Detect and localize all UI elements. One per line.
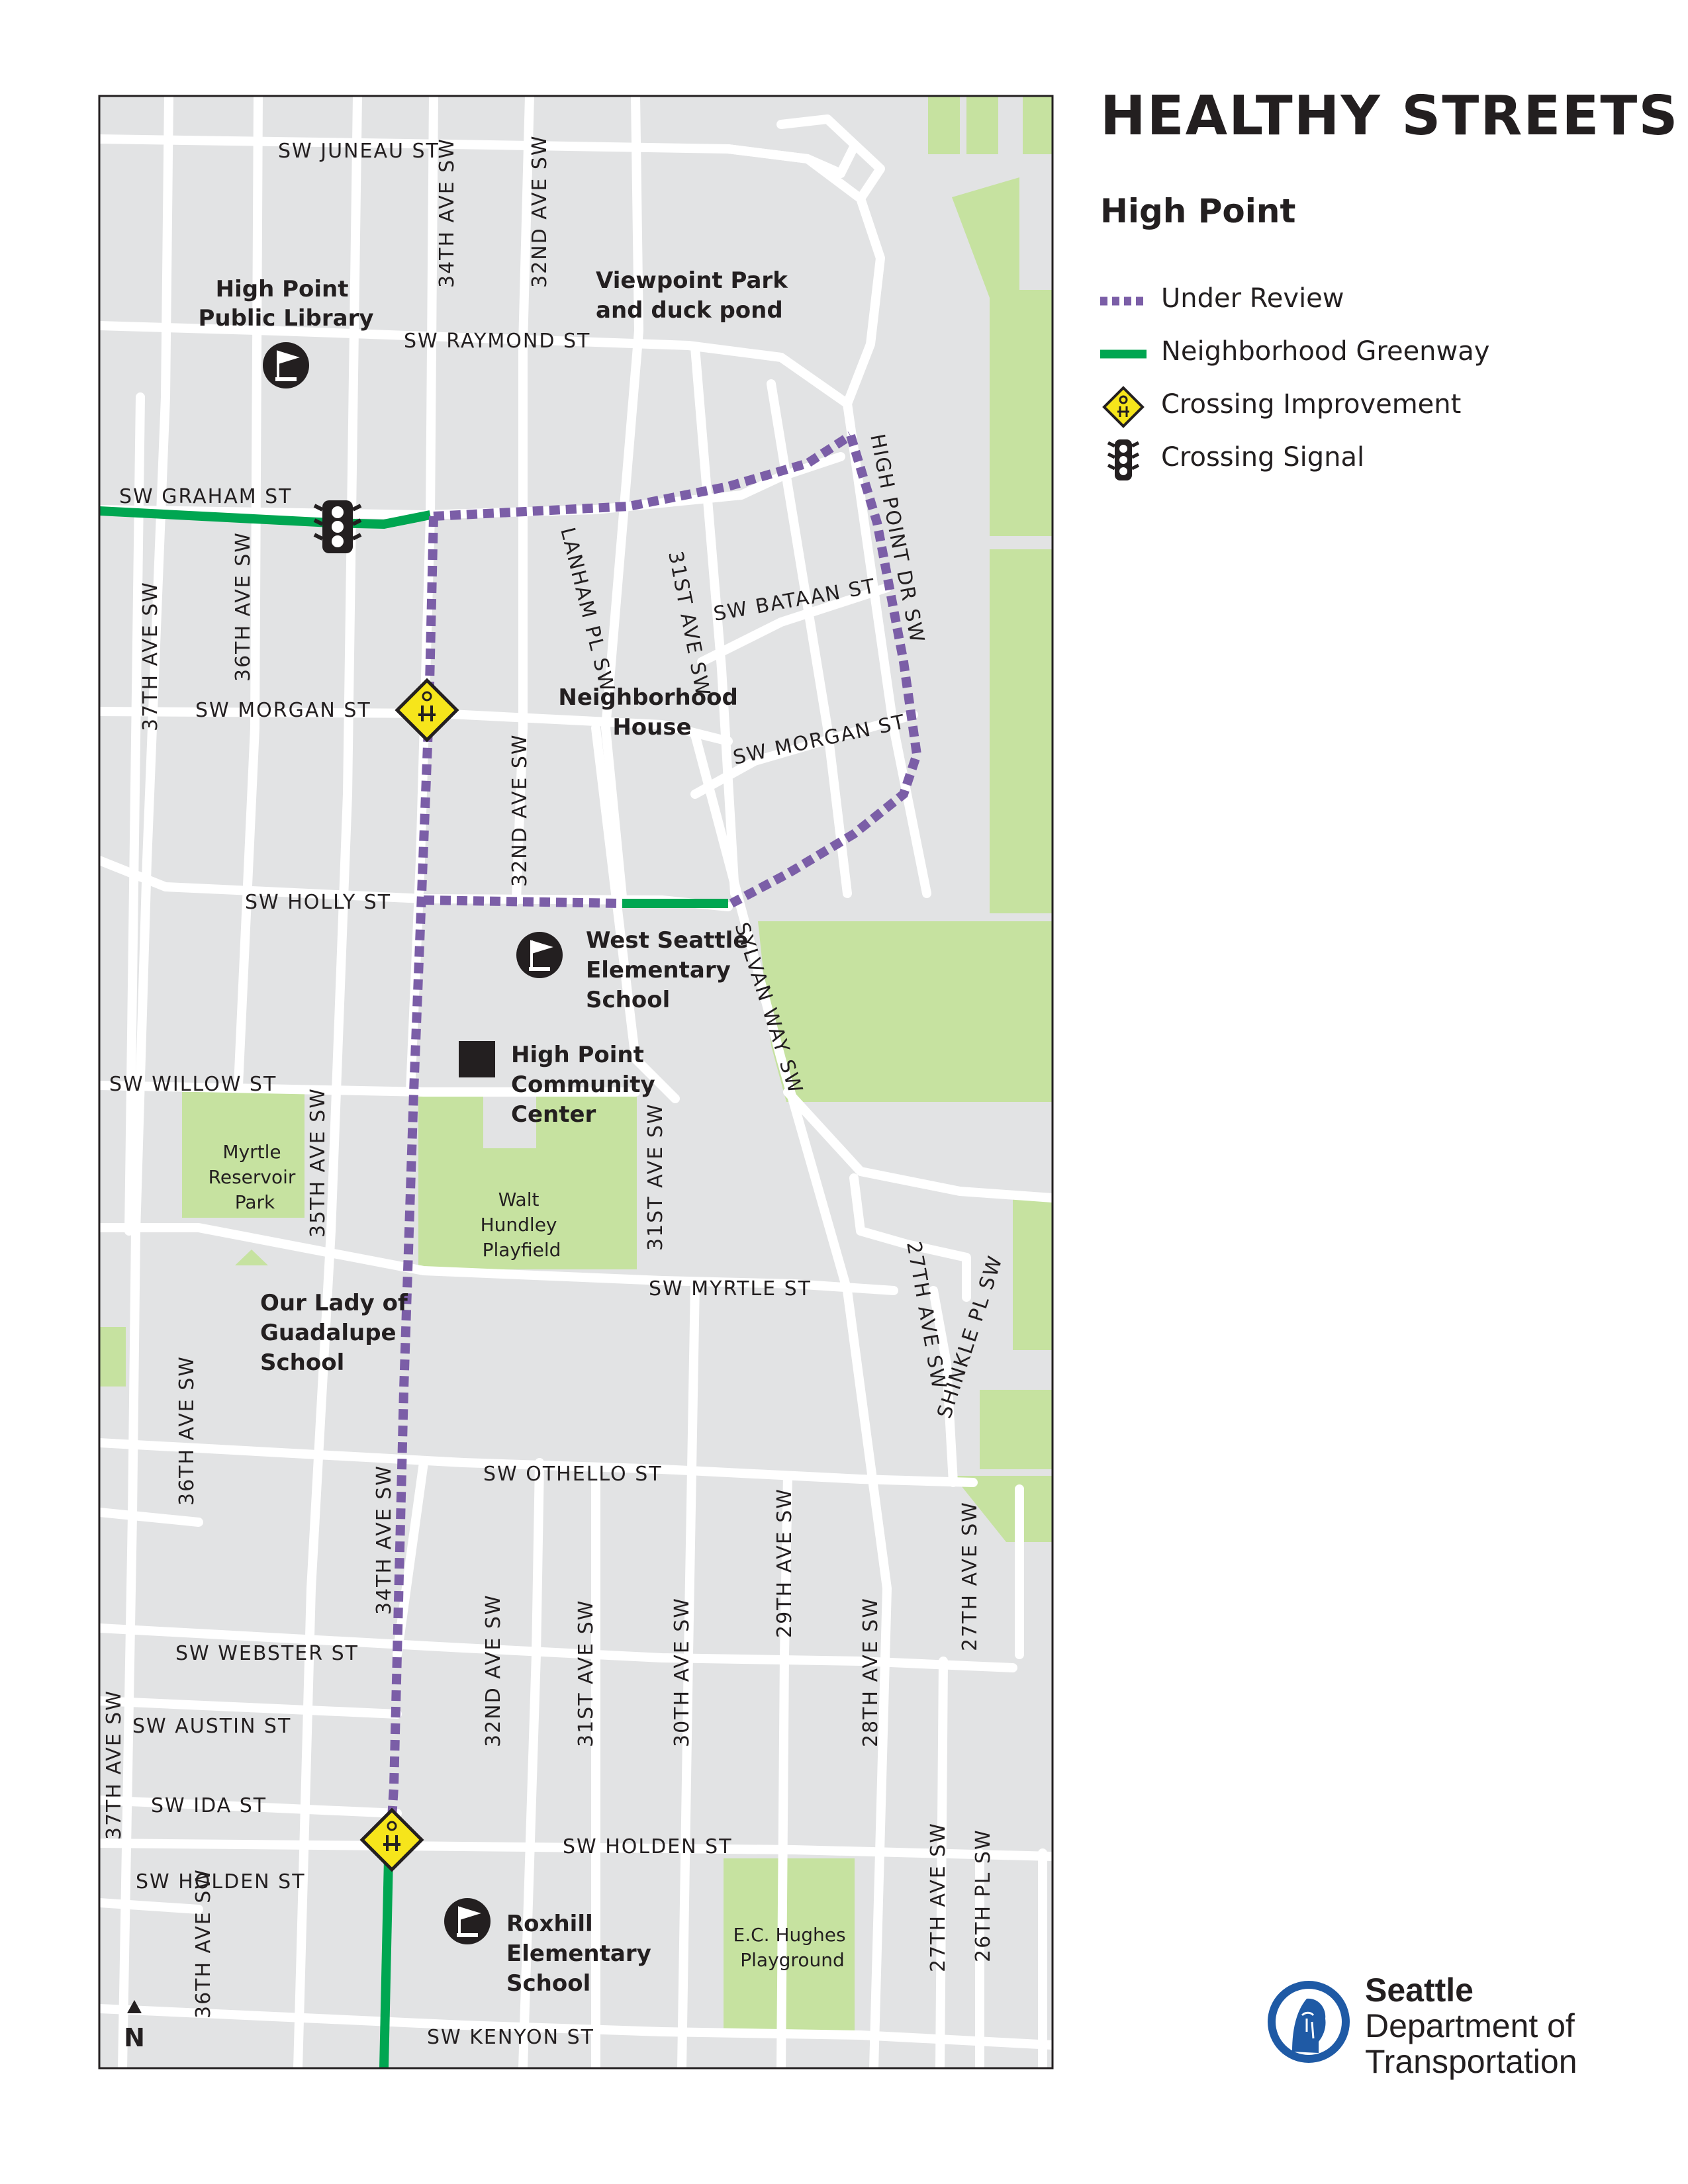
place-neighborhood-house: Neighborhood House [558,684,745,741]
street-label: 31ST AVE SW [644,1103,667,1251]
north-arrow-icon [127,2000,142,2013]
street-label: 37TH AVE SW [139,581,162,731]
street-label: 31ST AVE SW [575,1600,598,1747]
legend-label: Under Review [1161,283,1344,314]
legend-label: Crossing Signal [1161,442,1365,473]
crossing-improvement-icon [395,678,459,743]
street-label: 32ND AVE SW [508,733,532,887]
street-label: SW OTHELLO ST [483,1463,663,1486]
page-subtitle: High Point [1100,192,1296,230]
school-icon [516,932,563,978]
crossing-improvement-icon [359,1807,424,1872]
crossing-improvement-icon [1102,386,1145,428]
place-roxhill: Roxhill Elementary School [506,1911,659,1997]
community-center-building [483,1092,536,1148]
north-arrow: N [124,2000,145,2052]
under-review-34th [386,516,438,1839]
under-review-routes [386,432,922,1839]
place-walt-hundley: Walt Hundley Playfield [481,1189,563,1261]
park-small-south [235,1250,268,1265]
street-label: 28TH AVE SW [859,1597,882,1747]
street-label: 26TH PL SW [972,1829,995,1962]
legend-item-neighborhood-greenway: Neighborhood Greenway [1100,331,1630,384]
street-label: SW JUNEAU ST [278,140,440,163]
under-review-swatch [1100,296,1147,306]
park-myrtle [182,1092,305,1218]
park-west-small [99,1327,126,1387]
street-label: SW HOLDEN ST [563,1835,733,1858]
park-ne-1 [928,96,960,154]
place-labels: High Point Public Library Viewpoint Park… [198,267,796,1997]
legend-label: Neighborhood Greenway [1161,336,1490,367]
page-title: HEALTHY STREETS [1100,85,1679,148]
park-ec-hughes [724,1858,855,2032]
place-lady-guadalupe: Our Lady of Guadalupe School [260,1290,416,1376]
community-center-icon [459,1041,495,1077]
agency-name-line1: Seattle [1365,1972,1474,2009]
street-label: 34TH AVE SW [373,1465,396,1615]
agency-name-line3: Transportation [1365,2043,1577,2080]
street-label: SW WILLOW ST [109,1073,277,1096]
parks [99,96,1053,2032]
street-label: SW IDA ST [151,1794,267,1817]
street-label: SW HOLLY ST [245,891,391,914]
street-label: 27TH AVE SW [959,1501,982,1651]
street-label: SW KENYON ST [427,2026,594,2049]
park-east-corner [953,1476,1053,1542]
map-frame [98,95,1054,2070]
park-sylvan [758,921,1053,1102]
street-label: SW AUSTIN ST [132,1715,291,1738]
street-label: SW MYRTLE ST [649,1277,812,1300]
school-icon [444,1898,491,1944]
legend-label: Crossing Improvement [1161,389,1462,420]
legend-item-crossing-signal: Crossing Signal [1100,437,1630,490]
greenway-34th-south [379,1858,393,2068]
park-east-bottom [980,1390,1053,1469]
street-label: SW RAYMOND ST [404,330,590,353]
park-east-lower [1013,1198,1053,1350]
legend: Under Review Neighborhood Greenway Cross… [1100,278,1630,490]
street-label: 37TH AVE SW [103,1690,126,1840]
park-ne-2 [966,96,998,154]
streets [99,96,1053,2068]
park-labels: Myrtle Reservoir Park Walt Hundley Playf… [209,1141,852,1971]
street-label: 32ND AVE SW [528,134,551,288]
library-icon [263,342,309,388]
street-label: 32ND AVE SW [482,1594,505,1747]
street-label: 36TH AVE SW [192,1868,215,2019]
street-label: SW WEBSTER ST [175,1642,359,1665]
street-label: 34TH AVE SW [436,138,459,288]
place-viewpoint: Viewpoint Park and duck pond [596,267,796,324]
street-label: 36TH AVE SW [232,531,255,682]
crossing-signal-icon [313,500,362,553]
legend-item-crossing-improvement: Crossing Improvement [1100,384,1630,437]
crossing-signal-icon [1107,439,1140,480]
place-myrtle-park: Myrtle Reservoir Park [209,1141,302,1213]
park-ne-3 [1023,96,1053,154]
street-label: 30TH AVE SW [671,1597,694,1747]
seattle-seal-logo [1268,1981,1350,2063]
place-west-seattle-elementary: West Seattle Elementary School [586,927,756,1013]
street-label: SW MORGAN ST [195,699,371,722]
place-library: High Point Public Library [198,276,373,332]
place-ec-hughes: E.C. Hughes Playground [733,1924,852,1971]
sdot-logo-block: Seattle Department of Transportation [1266,1972,1688,2105]
north-label: N [124,2023,145,2052]
agency-name-line2: Department of [1365,2007,1575,2044]
place-community-center: High Point Community Center [511,1042,663,1128]
under-review-holly [423,895,623,908]
street-label: SW HOLDEN ST [136,1870,306,1893]
park-east-middle [990,549,1053,913]
street-label: 36TH AVE SW [175,1355,199,1506]
street-label: 27TH AVE SW [927,1822,950,1972]
street-label: SW GRAHAM ST [119,485,293,508]
legend-item-under-review: Under Review [1100,278,1630,331]
neighborhood-greenway-swatch [1100,349,1147,359]
park-east-upper [952,177,1053,536]
street-label: 29TH AVE SW [773,1488,796,1638]
street-label: 35TH AVE SW [306,1087,330,1238]
